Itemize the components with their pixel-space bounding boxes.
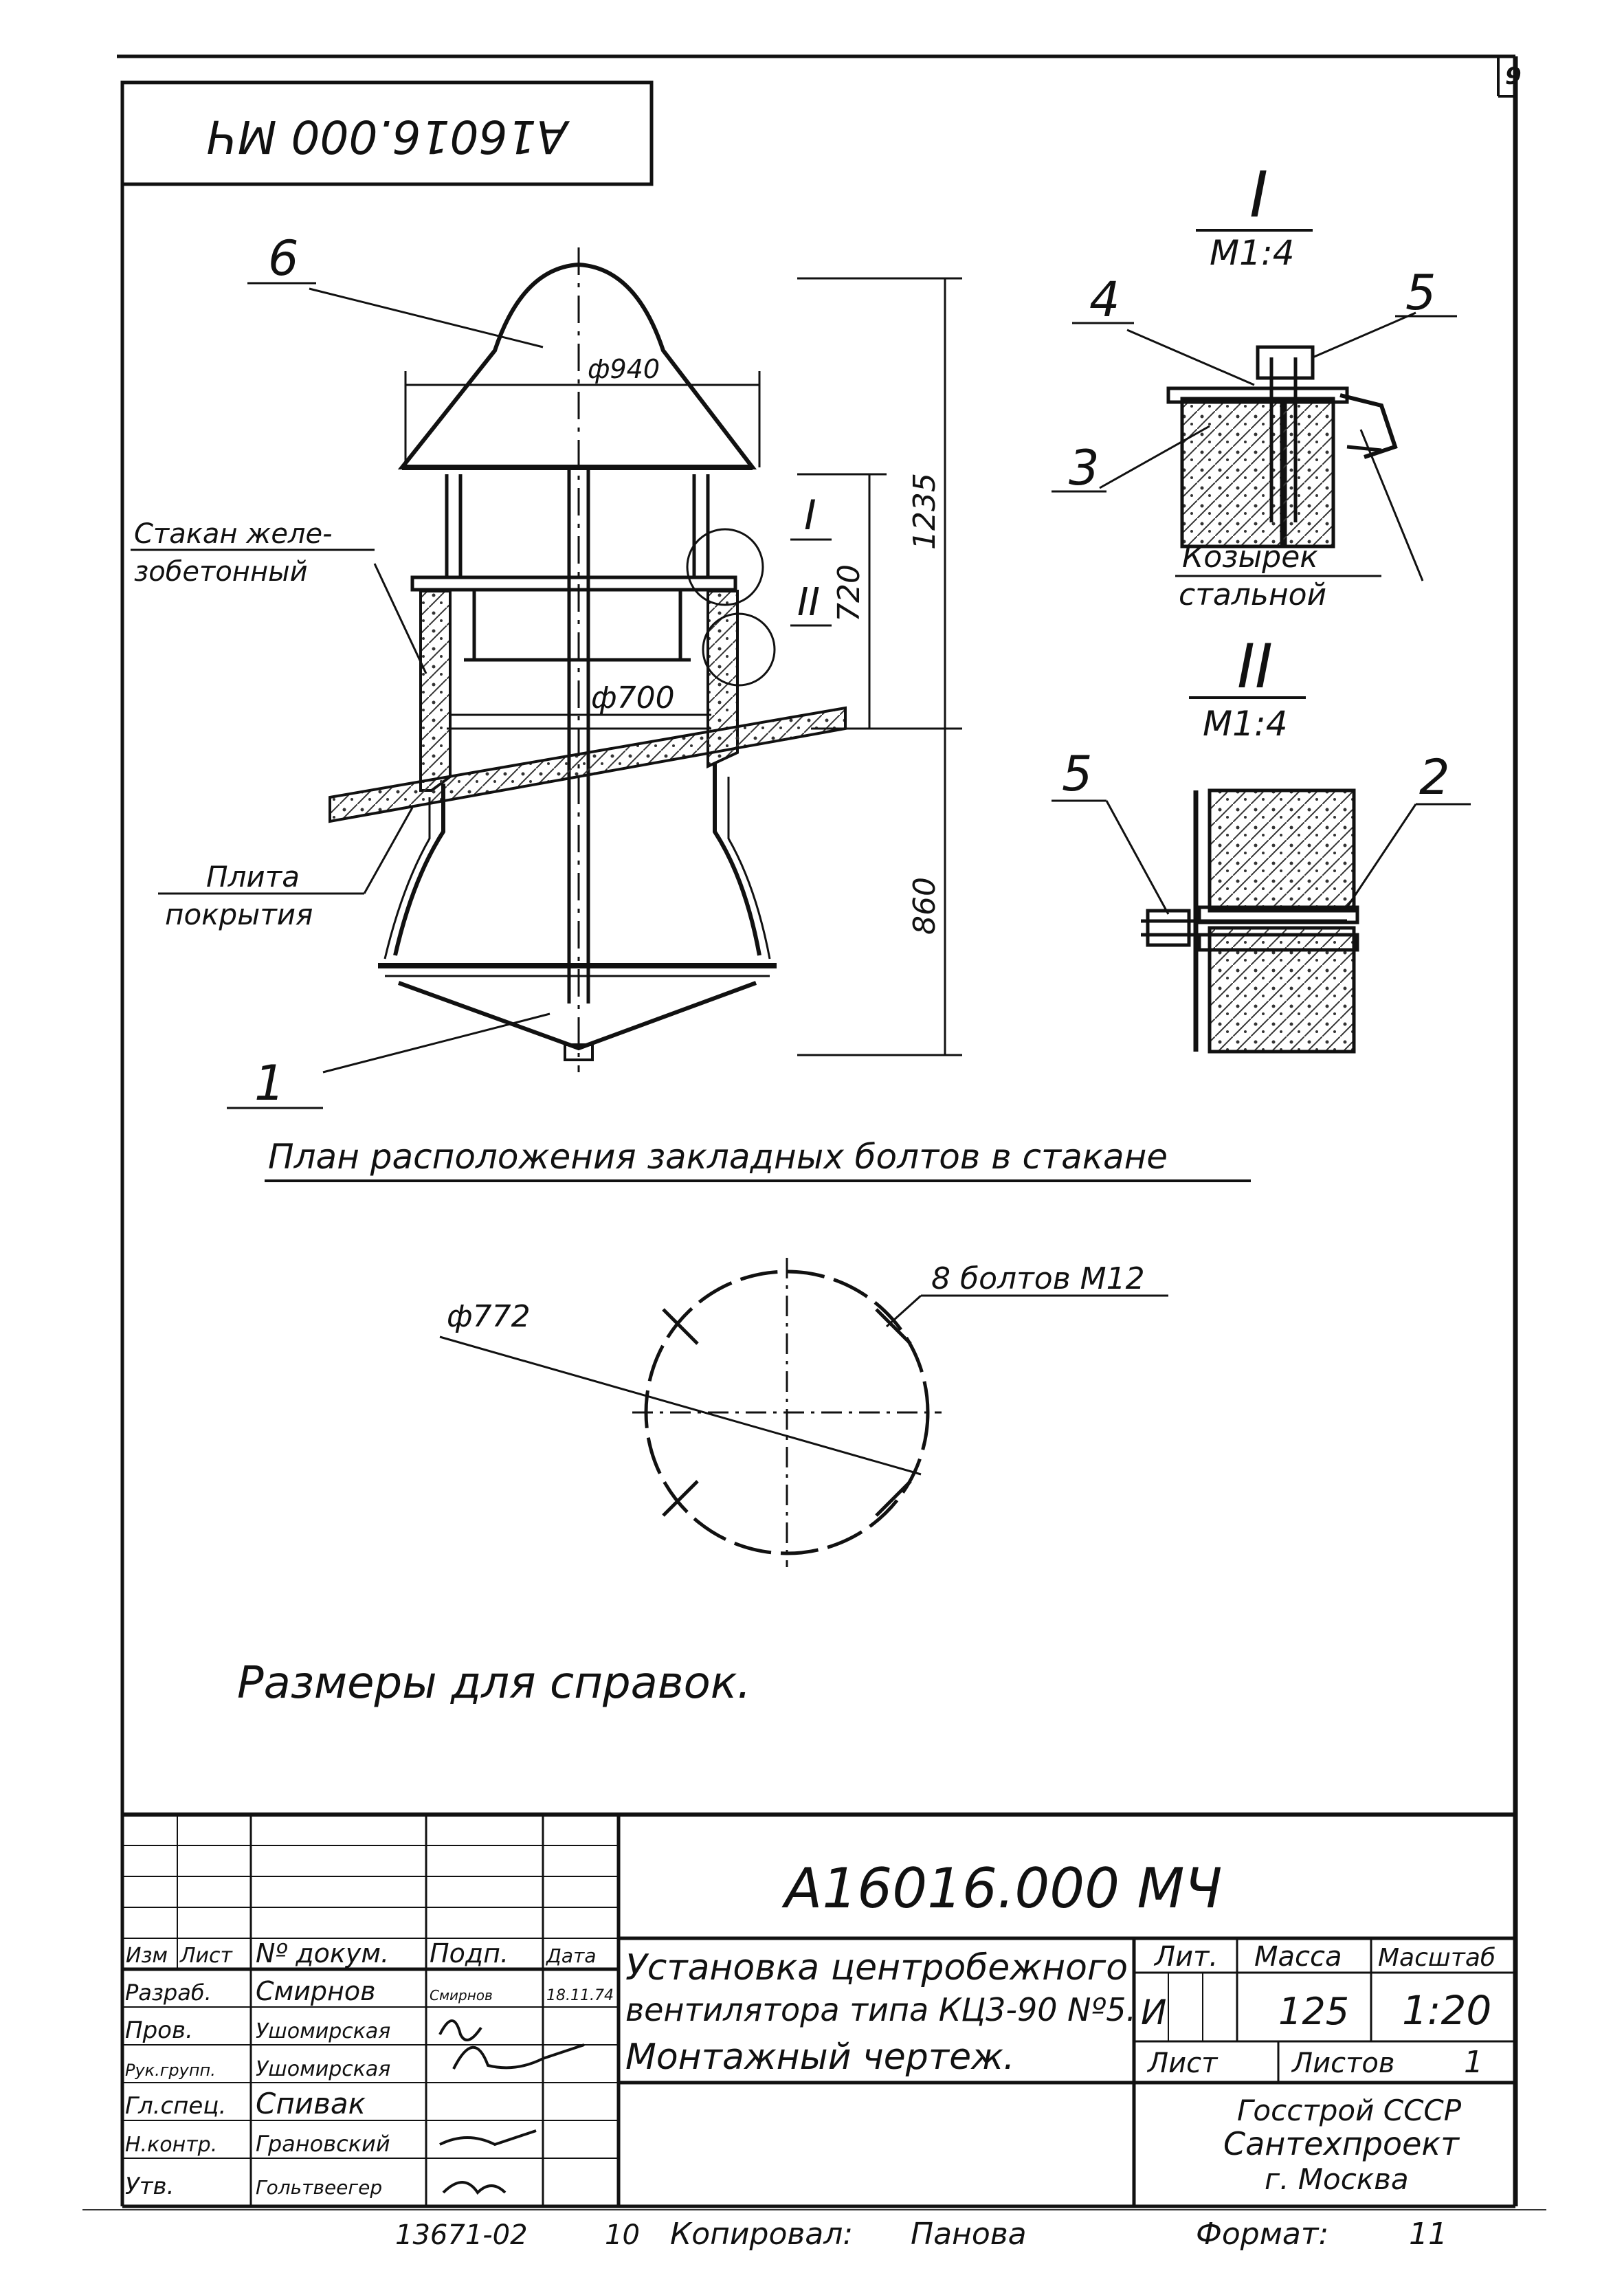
section-II-scale: M1:4 — [1203, 704, 1288, 744]
scale-header: Масштаб — [1378, 1944, 1495, 1972]
bolt-circle — [439, 1258, 1168, 1567]
section-I-callout-5: 5 — [1405, 265, 1436, 321]
callout-1: 1 — [254, 1055, 285, 1111]
footer: 13671-02 10 Копировал: Панова Формат: 11 — [395, 2217, 1447, 2252]
svg-text:вентилятора типа КЦ3-90 Nº5.: вентилятора типа КЦ3-90 Nº5. — [625, 1991, 1136, 2028]
svg-text:Nº докум.: Nº докум. — [256, 1938, 389, 1969]
svg-text:Копировал:: Копировал: — [670, 2217, 853, 2252]
row-role: Гл.спец. — [125, 2092, 226, 2120]
main-view-dimensions — [309, 277, 962, 1074]
svg-text:11: 11 — [1409, 2217, 1447, 2252]
svg-text:Подп.: Подп. — [430, 1938, 509, 1969]
svg-text:зобетонный: зобетонный — [134, 556, 308, 588]
dim-upper: 720 — [832, 564, 867, 622]
svg-text:Госстрой СССР: Госстрой СССР — [1237, 2094, 1462, 2127]
svg-text:Стакан желе-: Стакан желе- — [134, 518, 333, 550]
sheets-label: Листов — [1291, 2048, 1394, 2079]
svg-text:покрытия: покрытия — [165, 898, 313, 931]
title-block-grid — [122, 1812, 1515, 2206]
section-I-roman: I — [1249, 158, 1268, 232]
lit-value: И — [1141, 1993, 1166, 2032]
row-name: Гольтвеегер — [256, 2176, 382, 2199]
dim-lower: 860 — [907, 877, 942, 935]
svg-text:Монтажный чертеж.: Монтажный чертеж. — [625, 2037, 1014, 2078]
svg-text:г. Москва: г. Москва — [1265, 2162, 1409, 2196]
title-block-headers: Изм Лист Nº докум. Подп. Дата — [126, 1938, 597, 1969]
reference-note: Размеры для справок. — [237, 1658, 751, 1709]
bolt-plan-title: План расположения закладных болтов в ста… — [268, 1137, 1168, 1177]
row-name: Смирнов — [256, 1976, 376, 2006]
sheet-label: Лист — [1146, 2048, 1219, 2079]
row-role: Н.контр. — [125, 2133, 217, 2157]
row-name: Спивак — [256, 2087, 366, 2120]
section-II-detail — [1052, 788, 1471, 1054]
svg-text:Плита: Плита — [206, 860, 300, 894]
umbrella-cap — [397, 262, 757, 469]
row-name: Ушомирская — [256, 2019, 390, 2043]
plita-label: Плита покрытия — [158, 860, 364, 931]
kozyrek-label-1: Козырек — [1182, 540, 1318, 575]
bolt-count-label: 8 болтов M12 — [931, 1261, 1145, 1296]
mass-value: 125 — [1278, 1990, 1349, 2033]
mass-header: Масса — [1254, 1941, 1342, 1973]
svg-text:Дата: Дата — [545, 1944, 597, 1967]
page-number: 9 — [1505, 63, 1522, 90]
drawing-title: Установка центробежного вентилятора типа… — [625, 1947, 1136, 2078]
svg-text:10: 10 — [605, 2219, 640, 2251]
lit-header: Лит. — [1153, 1941, 1218, 1973]
svg-text:Формат:: Формат: — [1196, 2217, 1328, 2252]
svg-text:Сантехпроект: Сантехпроект — [1223, 2125, 1460, 2162]
cap-diameter: ф940 — [588, 354, 660, 384]
bolt-circle-diameter: ф772 — [447, 1299, 531, 1334]
section-I-callout-4: 4 — [1089, 271, 1120, 328]
row-date: 18.11.74 — [546, 1987, 614, 2004]
mark-II: II — [797, 580, 820, 625]
svg-text:Панова: Панова — [911, 2217, 1027, 2252]
section-I-scale: M1:4 — [1210, 233, 1295, 273]
row-role: Утв. — [125, 2173, 174, 2200]
row-role: Пров. — [125, 2017, 193, 2044]
dim-total-height: 1235 — [907, 473, 942, 550]
row-name: Ушомирская — [256, 2057, 390, 2081]
main-view — [329, 247, 847, 1072]
scale-value: 1:20 — [1402, 1987, 1491, 2034]
svg-text:Лист: Лист — [179, 1944, 234, 1968]
organization: Госстрой СССР Сантехпроект г. Москва — [1223, 2094, 1462, 2196]
svg-text:13671-02: 13671-02 — [395, 2219, 528, 2251]
svg-text:A16016.000 MЧ: A16016.000 MЧ — [206, 110, 570, 163]
title-block-code: A16016.000 MЧ — [781, 1856, 1223, 1920]
callout-6: 6 — [268, 230, 299, 287]
row-name: Грановский — [256, 2131, 390, 2157]
row-sign: Смирнов — [430, 1987, 493, 2004]
section-II-callout-2: 2 — [1419, 749, 1450, 806]
section-I-detail — [1099, 311, 1424, 581]
section-II-roman: II — [1237, 631, 1273, 702]
sheets-value: 1 — [1464, 2045, 1483, 2080]
handwritten-signatures — [438, 2019, 585, 2195]
stakan-label: Стакан желе- зобетонный — [131, 518, 375, 588]
row-role: Разраб. — [125, 1980, 212, 2006]
svg-text:Установка центробежного: Установка центробежного — [625, 1947, 1128, 1988]
rotated-code-stamp: A16016.000 MЧ — [120, 80, 654, 186]
section-I-callout-3: 3 — [1069, 440, 1100, 496]
kozyrek-label-2: стальной — [1179, 577, 1326, 612]
body-diameter: ф700 — [591, 680, 675, 716]
row-role: Рук.групп. — [125, 2061, 216, 2080]
svg-text:Изм: Изм — [126, 1944, 168, 1968]
mark-I: I — [804, 491, 816, 540]
signature-rows: Разраб. Смирнов Смирнов 18.11.74 Пров. У… — [125, 1976, 614, 2200]
section-II-callout-5: 5 — [1062, 746, 1093, 802]
sheet-frame — [117, 54, 1518, 2208]
